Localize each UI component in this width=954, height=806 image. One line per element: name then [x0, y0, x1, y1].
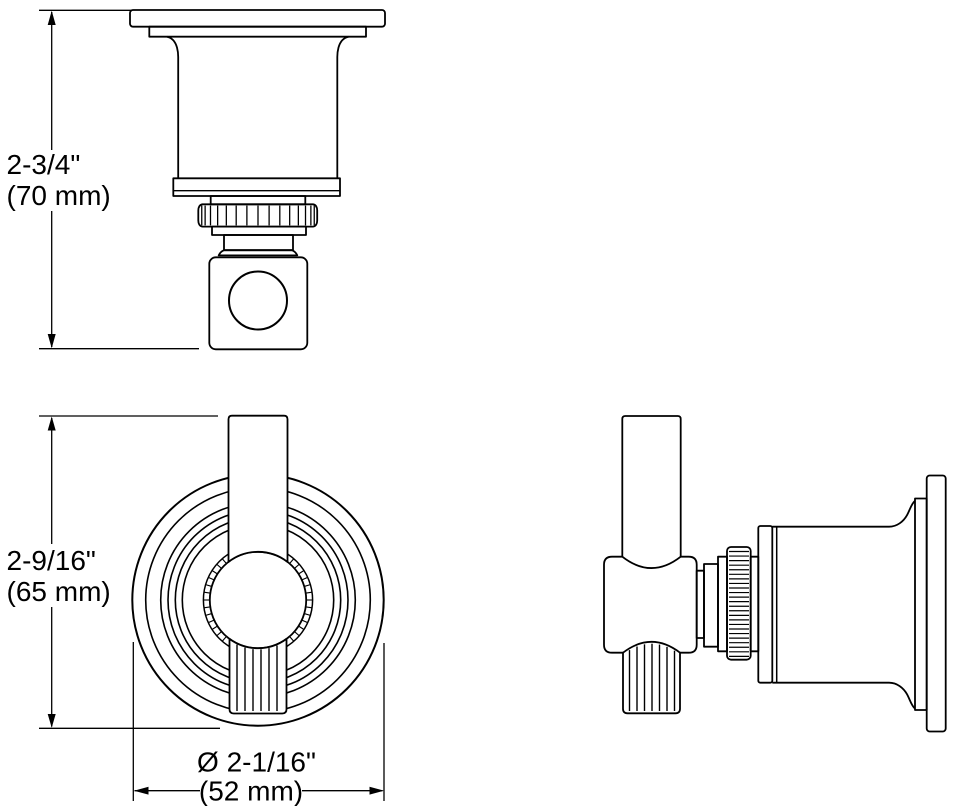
escutcheon-cove-right	[336, 35, 349, 179]
arrow-up	[47, 416, 56, 431]
body-front-ring	[757, 525, 774, 684]
dimension-front-diameter: Ø 2-1/16" (52 mm)	[132, 642, 385, 806]
dimension-front-height: 2-9/16" (65 mm)	[7, 415, 220, 729]
arrow-down	[47, 334, 56, 349]
bonnet-step	[209, 195, 307, 206]
flute-grooves	[236, 644, 278, 711]
dimension-side-height: 2-3/4" (70 mm)	[7, 9, 199, 350]
flange-step	[148, 25, 367, 38]
handle-bar	[621, 415, 682, 571]
arrow-left	[134, 786, 149, 795]
dimension-label-mm: (70 mm)	[7, 180, 111, 211]
arrow-right	[369, 786, 384, 795]
valve-stem	[223, 234, 294, 252]
dimension-label-mm: (52 mm)	[199, 776, 303, 806]
stem-step-4	[749, 555, 760, 653]
arrow-down	[47, 714, 56, 728]
flange-neck	[914, 497, 928, 711]
handle-hub	[603, 555, 698, 654]
front-view	[131, 414, 385, 727]
knurled-ring	[197, 203, 319, 228]
handle-end-bore	[228, 270, 288, 331]
handle-end-block	[208, 256, 309, 351]
body-outline-top	[772, 500, 916, 528]
dimension-label-inches: 2-9/16"	[7, 545, 96, 576]
side-view	[603, 415, 947, 733]
arrow-up	[47, 10, 56, 25]
flute-grooves	[628, 643, 676, 711]
handle-flute	[228, 638, 288, 715]
knurl-hatching	[201, 205, 315, 226]
dimension-label-inches: Ø 2-1/16"	[197, 747, 316, 778]
escutcheon-cove-left	[166, 35, 180, 179]
knurl-hatching	[729, 550, 749, 657]
hub-inner-circle	[208, 550, 308, 650]
stem-step-2	[703, 563, 719, 648]
handle-bar	[227, 414, 289, 563]
dimension-label-mm: (65 mm)	[7, 576, 111, 607]
stem-step-1	[695, 569, 705, 639]
elevation-view	[129, 9, 386, 351]
body-ring	[172, 177, 341, 197]
dimension-label-inches: 2-3/4"	[7, 149, 81, 180]
stem-step-3	[717, 555, 728, 653]
wall-flange-plate	[129, 9, 386, 28]
stem-flare	[217, 249, 299, 257]
body-outline-bottom	[772, 681, 916, 710]
wall-flange-plate	[925, 474, 947, 733]
stem-step	[211, 225, 307, 236]
